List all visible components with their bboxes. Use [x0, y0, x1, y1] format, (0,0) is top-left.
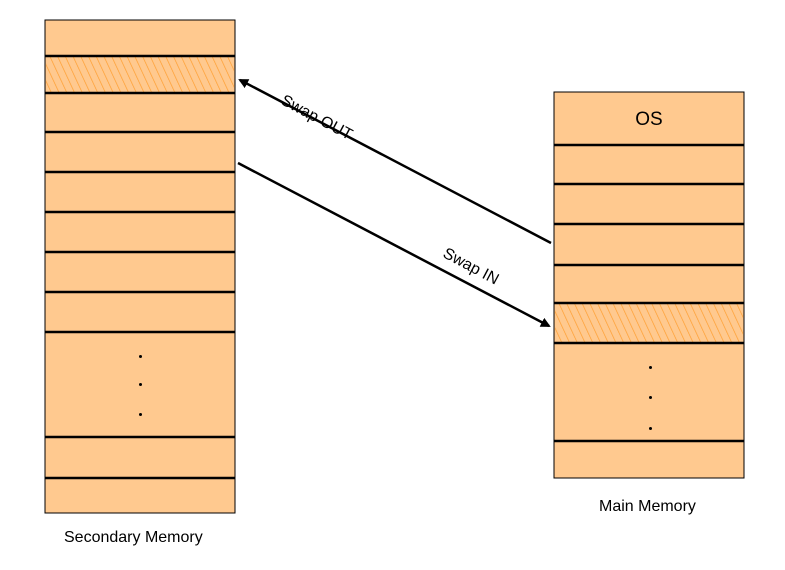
- os-label: OS: [635, 109, 663, 130]
- main-memory-dividers: [554, 143, 744, 443]
- swap-in-arrow: [237, 161, 551, 328]
- main-memory-swapped-slot: [555, 304, 743, 342]
- secondary-memory-swapped-slot: [46, 57, 234, 93]
- secondary-memory-dividers: [45, 54, 235, 480]
- main-memory-container: [553, 91, 745, 479]
- ellipsis-dot: [139, 355, 142, 358]
- secondary-memory-container: [44, 19, 236, 514]
- main-memory-block: [553, 91, 745, 479]
- ellipsis-dot: [649, 396, 652, 399]
- ellipsis-dot: [139, 413, 142, 416]
- main-memory-label: Main Memory: [599, 498, 696, 515]
- swap-out-arrow: [238, 78, 552, 245]
- secondary-memory-block: [44, 19, 236, 514]
- ellipsis-dot: [649, 427, 652, 430]
- ellipsis-dot: [649, 366, 652, 369]
- ellipsis-dot: [139, 383, 142, 386]
- secondary-memory-label: Secondary Memory: [64, 529, 203, 546]
